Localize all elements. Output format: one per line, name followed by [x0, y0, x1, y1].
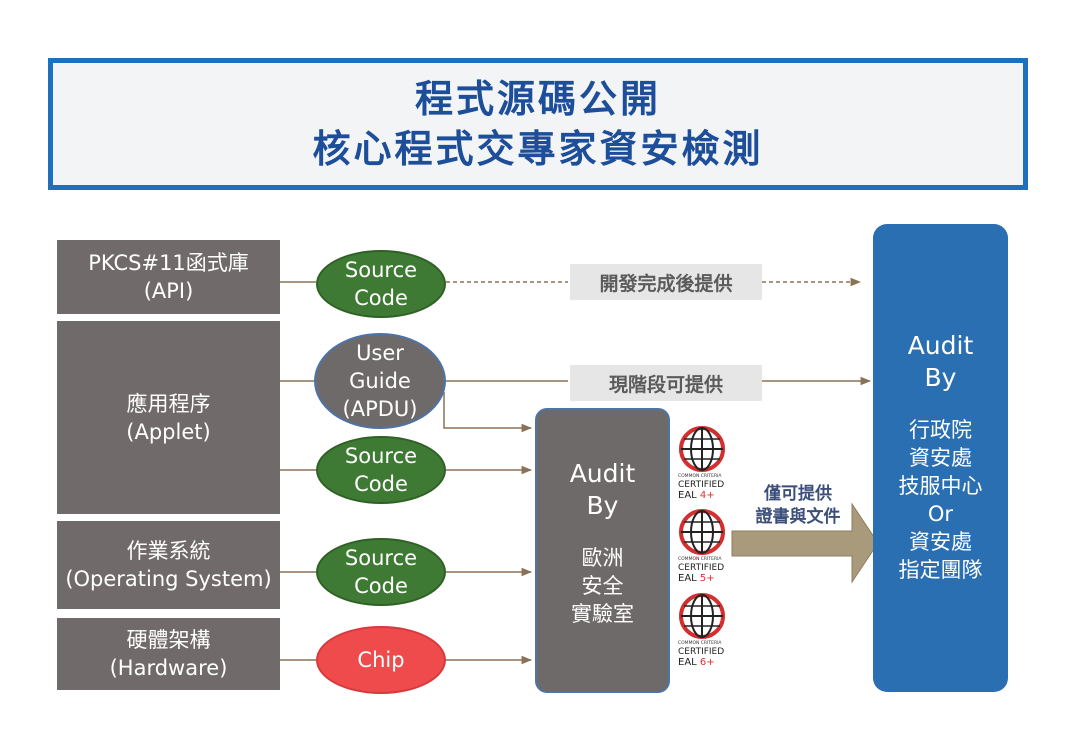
cc-small-text: COMMON CRITERIA	[678, 557, 722, 562]
eu-by-label: By	[586, 491, 619, 520]
cc-small-text: COMMON CRITERIA	[678, 641, 722, 646]
layer-applet: 應用程序 (Applet)	[57, 321, 280, 514]
os-source-code: Source Code	[316, 538, 446, 606]
cert-block-arrow	[731, 502, 879, 584]
cc-eal-level: 6+	[699, 657, 715, 668]
cc-logo-icon	[679, 593, 725, 639]
layer-os-name: 作業系統	[126, 539, 211, 563]
tw-line2: 資安處	[909, 446, 972, 470]
cc-certified-text: CERTIFIED	[678, 480, 725, 490]
applet-source-line1: Source	[344, 444, 418, 468]
title-line-1: 程式源碼公開	[414, 77, 661, 121]
eu-security-lab: Audit By 歐洲 安全 實驗室	[535, 408, 670, 693]
layer-hardware-name: 硬體架構	[126, 628, 211, 652]
eu-audit-label: Audit	[569, 459, 636, 488]
title-line-2: 核心程式交專家資安檢測	[312, 127, 764, 171]
cc-eal-text: EAL	[678, 657, 697, 668]
cert-note: 僅可提供 證書與文件	[738, 483, 858, 529]
pkcs-source-code: Source Code	[316, 250, 446, 318]
tw-line4: 資安處	[909, 530, 972, 554]
eu-name-line1: 歐洲	[581, 546, 624, 570]
layer-pkcs11: PKCS#11函式庫 (API)	[57, 240, 280, 314]
tw-line1: 行政院	[909, 418, 972, 442]
os-source-line1: Source	[344, 546, 418, 570]
cc-eal-level: 4+	[699, 490, 715, 501]
cc-badge-eal5: COMMON CRITERIA CERTIFIED EAL 5+	[672, 508, 732, 590]
user-guide-line3: (APDU)	[342, 397, 418, 421]
user-guide-apdu: User Guide (APDU)	[314, 333, 446, 429]
tw-or: Or	[927, 502, 954, 526]
pkcs-source-line1: Source	[344, 258, 418, 282]
tw-line3: 技服中心	[898, 474, 983, 498]
layer-pkcs11-sub: (API)	[143, 279, 194, 303]
cc-eal-level: 5+	[699, 573, 715, 584]
cc-eal-text: EAL	[678, 573, 697, 584]
tw-line5: 指定團隊	[898, 558, 983, 582]
layer-hardware: 硬體架構 (Hardware)	[57, 618, 280, 690]
cert-note-line1: 僅可提供	[764, 484, 832, 504]
cc-badge-eal6: COMMON CRITERIA CERTIFIED EAL 6+	[672, 592, 732, 674]
chip: Chip	[316, 626, 446, 694]
layer-applet-sub: (Applet)	[126, 419, 211, 444]
eu-name-line2: 安全	[581, 574, 624, 598]
cc-logo-icon	[679, 509, 725, 555]
os-source-line2: Code	[354, 574, 408, 598]
cert-note-line2: 證書與文件	[755, 507, 841, 527]
layer-os: 作業系統 (Operating System)	[57, 521, 280, 609]
chip-label: Chip	[357, 648, 405, 672]
cc-logo-icon	[679, 426, 725, 472]
layer-applet-name: 應用程序	[126, 391, 211, 416]
layer-os-sub: (Operating System)	[65, 567, 272, 591]
tw-audit-label: Audit	[907, 331, 974, 360]
title-banner: 程式源碼公開 核心程式交專家資安檢測	[48, 58, 1028, 190]
tag-now-available: 現階段可提供	[570, 365, 762, 401]
cc-small-text: COMMON CRITERIA	[678, 474, 722, 479]
taiwan-audit-box: Audit By 行政院 資安處 技服中心 Or 資安處 指定團隊	[873, 224, 1008, 692]
user-guide-line2: Guide	[349, 369, 411, 393]
eu-name-line3: 實驗室	[571, 602, 634, 626]
layer-hardware-sub: (Hardware)	[109, 656, 228, 680]
tag-after-development: 開發完成後提供	[570, 264, 762, 300]
cc-eal-text: EAL	[678, 490, 697, 501]
cc-certified-text: CERTIFIED	[678, 563, 725, 573]
cc-badge-eal4: COMMON CRITERIA CERTIFIED EAL 4+	[672, 425, 732, 507]
layer-pkcs11-name: PKCS#11函式庫	[88, 251, 249, 275]
guide-to-eu-arrow	[443, 392, 533, 433]
applet-source-line2: Code	[354, 472, 408, 496]
pkcs-source-line2: Code	[354, 286, 408, 310]
user-guide-line1: User	[356, 341, 404, 365]
applet-source-code: Source Code	[316, 436, 446, 504]
cc-certified-text: CERTIFIED	[678, 647, 725, 657]
tw-by-label: By	[924, 363, 957, 392]
